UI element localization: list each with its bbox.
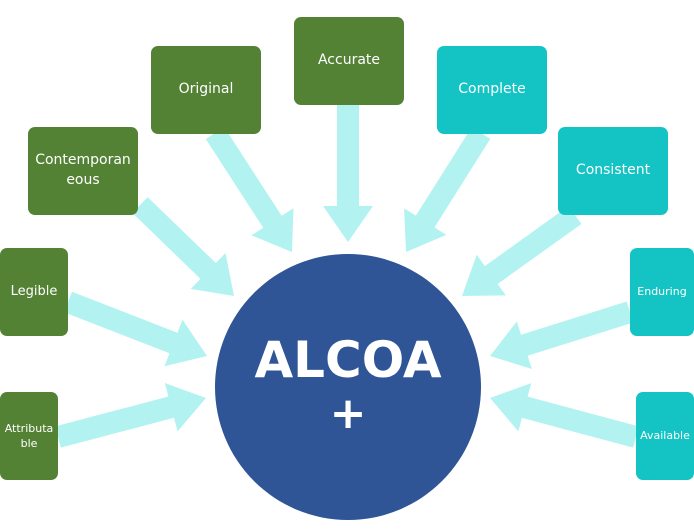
label-original: Original — [178, 81, 234, 98]
arrow-available — [490, 383, 639, 448]
box-available: Available — [636, 392, 694, 480]
box-accurate: Accurate — [294, 17, 404, 105]
box-enduring: Enduring — [630, 248, 694, 336]
label-enduring: Enduring — [637, 285, 687, 299]
alcoa-plus-circle: ALCOA + — [215, 254, 481, 520]
box-consistent: Consistent — [558, 127, 668, 215]
arrow-accurate — [323, 104, 373, 242]
label-available: Available — [640, 429, 690, 443]
arrow-complete — [404, 127, 491, 252]
box-original: Original — [151, 46, 261, 134]
arrow-consistent — [462, 206, 582, 296]
label-consistent: Consistent — [575, 162, 651, 179]
center-title: ALCOA — [254, 331, 442, 390]
arrow-contemporaneous — [132, 197, 234, 296]
label-legible: Legible — [10, 283, 58, 299]
arrow-original — [205, 127, 294, 252]
arrow-enduring — [490, 301, 634, 370]
label-attributable: Attributable — [4, 421, 54, 450]
label-accurate: Accurate — [317, 52, 381, 69]
box-attributable: Attributable — [0, 392, 58, 480]
arrow-attributable — [55, 382, 206, 448]
center-plus: + — [329, 388, 367, 440]
box-contemporaneous: Contemporaneous — [28, 127, 138, 215]
arrow-legible — [64, 291, 207, 367]
label-contemporaneous: Contemporaneous — [35, 152, 131, 188]
label-complete: Complete — [458, 81, 526, 98]
box-legible: Legible — [0, 248, 68, 336]
box-complete: Complete — [437, 46, 547, 134]
